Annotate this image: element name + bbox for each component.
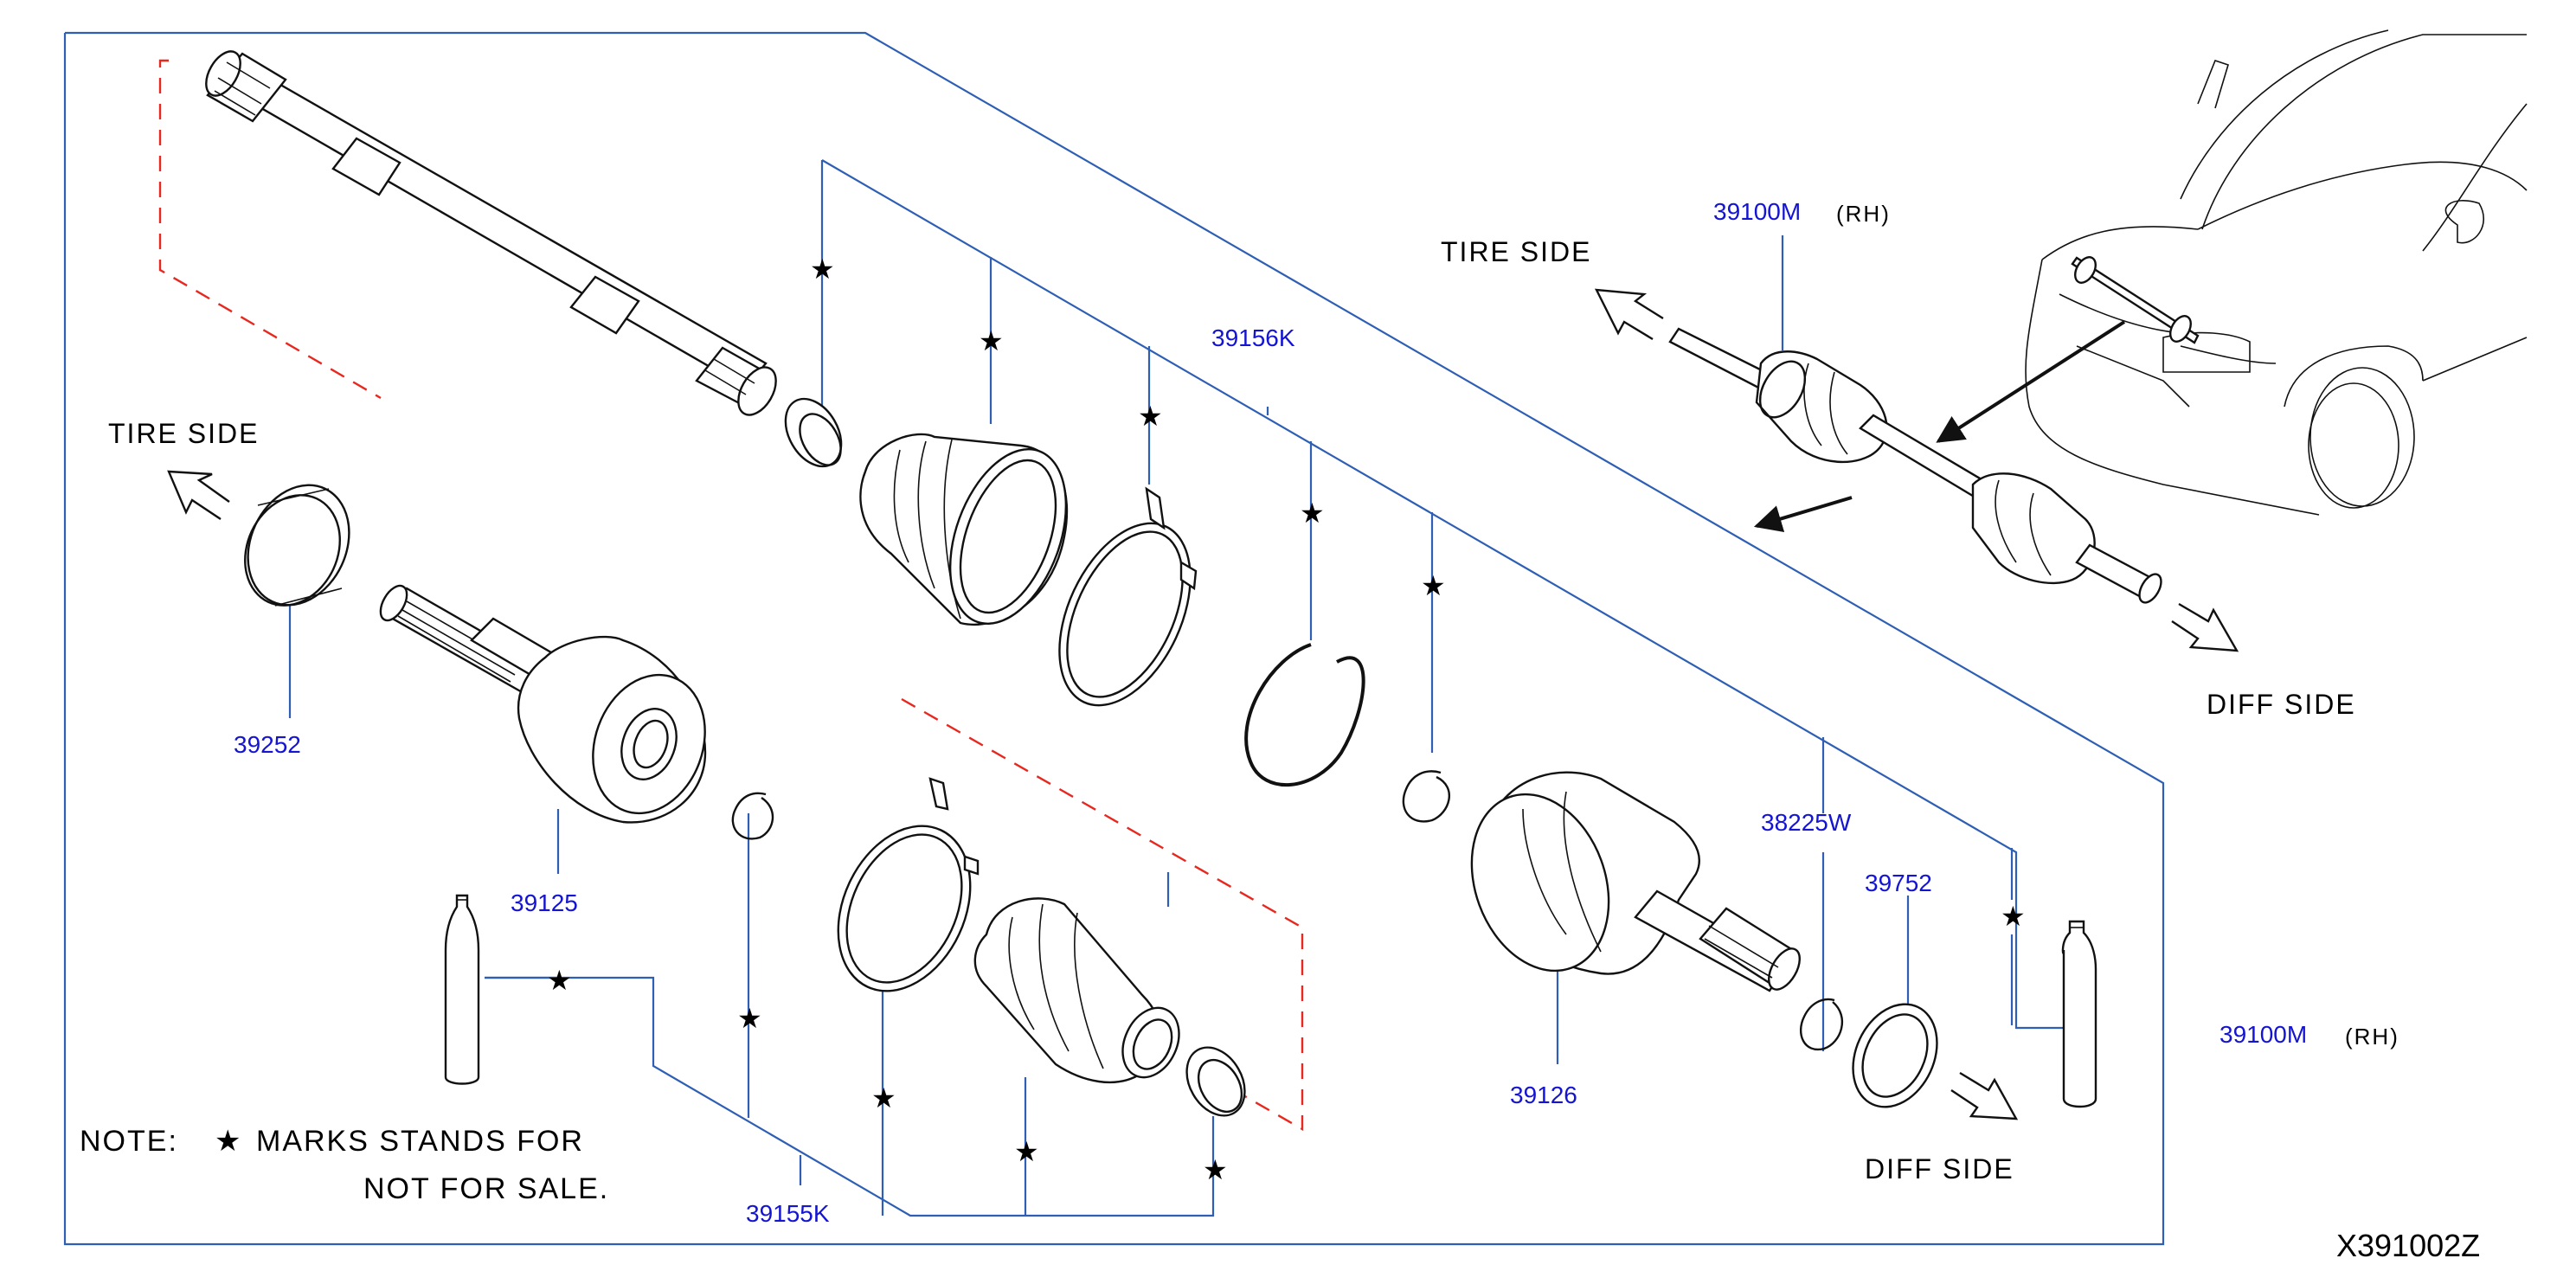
arrow-diff-side-right-icon — [2171, 602, 2239, 652]
arrow-tire-side-right-icon — [1594, 288, 1664, 341]
arrow-diff-side-lower-icon — [1950, 1071, 2019, 1120]
part-39752: 39752 — [1865, 870, 1932, 896]
boot-clamp-small-lower — [1185, 1046, 1246, 1117]
part-39125: 39125 — [511, 889, 578, 916]
label-tire-side-left: TIRE SIDE — [108, 418, 259, 449]
boot-band-large-top — [1058, 486, 1198, 707]
part-number-labels: 39100M (RH) 39156K 39252 39125 39155K 39… — [234, 198, 2399, 1227]
note-star: ★ — [215, 1125, 242, 1158]
snap-ring-38225w — [1800, 998, 1843, 1051]
note-line-1: MARKS STANDS FOR — [256, 1125, 584, 1158]
not-for-sale-stars: ★ ★ ★ ★ ★ ★ ★ ★ ★ ★ ★ — [547, 254, 2027, 1185]
note: NOTE: ★ MARKS STANDS FOR NOT FOR SALE. — [80, 1125, 609, 1205]
label-tire-side-right: TIRE SIDE — [1441, 236, 1591, 267]
boot-diff-side — [973, 897, 1180, 1084]
seal-ring — [244, 484, 350, 607]
grease-tube-right — [2061, 920, 2097, 1108]
outer-cv-joint — [379, 584, 707, 824]
phantom-lines — [158, 59, 1304, 1132]
part-39100m-overview: 39100M — [1713, 198, 1801, 225]
star-7: ★ — [547, 965, 574, 996]
arrow-tire-side-left-icon — [167, 470, 230, 520]
note-prefix: NOTE: — [80, 1125, 178, 1158]
part-39252: 39252 — [234, 731, 301, 758]
star-11: ★ — [1203, 1154, 1230, 1185]
part-38225w: 38225W — [1761, 809, 1852, 836]
part-39100m-assembly-suffix: (RH) — [2345, 1024, 2399, 1050]
assembly-boundary — [63, 31, 2165, 1246]
direction-arrow-vehicle-icon — [1936, 320, 2126, 443]
boot-band-large-lower — [837, 777, 980, 992]
star-5: ★ — [1421, 570, 1448, 601]
star-4: ★ — [1300, 498, 1327, 529]
dust-shield-39752 — [1852, 1003, 1938, 1108]
drawing-code: X391002Z — [2336, 1228, 2480, 1263]
boot-tire-side — [859, 433, 1069, 626]
part-39155k: 39155K — [746, 1200, 830, 1227]
circlip-large — [1244, 643, 1365, 787]
vehicle-outline — [2025, 29, 2528, 516]
part-39100m-assembly: 39100M — [2219, 1021, 2307, 1048]
star-8: ★ — [737, 1003, 764, 1034]
circlip-small-top — [1402, 770, 1450, 823]
label-diff-side-right: DIFF SIDE — [2207, 689, 2356, 720]
star-3: ★ — [1138, 401, 1165, 432]
boot-kit-39156k-bracket — [820, 159, 2077, 1051]
part-39100m-overview-suffix: (RH) — [1836, 201, 1891, 227]
part-39156k: 39156K — [1211, 324, 1295, 351]
inner-cv-joint — [1470, 771, 1801, 992]
overview-small-shaft — [2071, 256, 2200, 344]
boot-clamp-small-top — [784, 397, 843, 468]
overview-drive-shaft — [1668, 327, 2162, 604]
star-2: ★ — [979, 325, 1005, 356]
axle-shaft — [205, 50, 777, 416]
grease-tube-left — [444, 894, 480, 1085]
star-10: ★ — [1014, 1136, 1041, 1167]
boot-kit-39155k-bracket — [288, 606, 1559, 1217]
part-39126: 39126 — [1510, 1082, 1577, 1108]
direction-arrow-lower-icon — [1753, 496, 1853, 533]
note-line-2: NOT FOR SALE. — [363, 1172, 609, 1205]
label-diff-side-lower: DIFF SIDE — [1865, 1153, 2014, 1184]
star-6: ★ — [2001, 901, 2027, 932]
circlip-small-left — [731, 792, 774, 840]
star-1: ★ — [810, 254, 837, 285]
star-9: ★ — [871, 1082, 898, 1114]
